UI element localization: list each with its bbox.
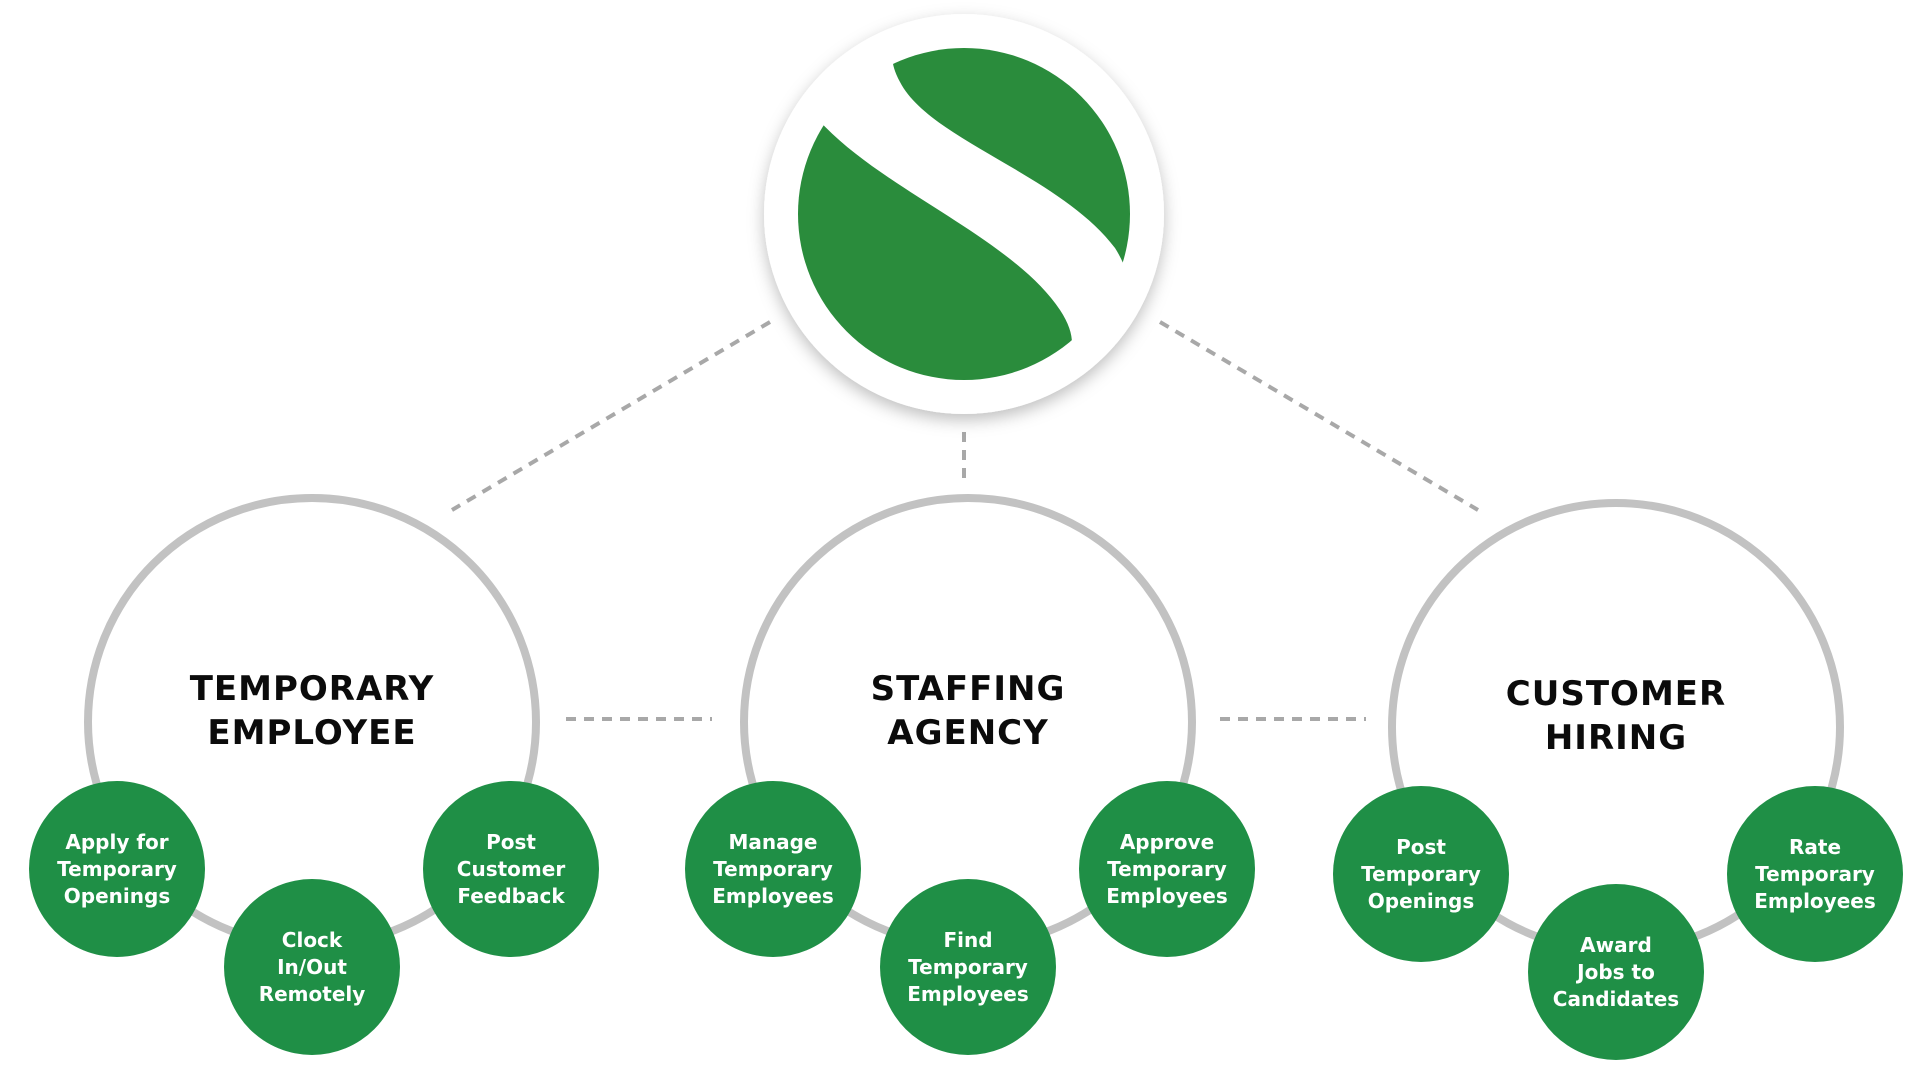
feature-circle xyxy=(1528,884,1704,1060)
logo xyxy=(764,14,1164,414)
feature-circle xyxy=(29,781,205,957)
connector-logo-to-customer-hiring xyxy=(1158,320,1480,512)
connectors xyxy=(450,320,1480,721)
feature-label-line: Temporary xyxy=(57,857,177,881)
feature-label-line: Award xyxy=(1580,933,1652,957)
feature-label-line: Openings xyxy=(64,884,170,908)
feature-label-line: Manage xyxy=(728,830,817,854)
feature-label-line: Apply for xyxy=(65,830,168,854)
group-title-line: CUSTOMER xyxy=(1506,674,1726,714)
feature-label-line: Openings xyxy=(1368,889,1474,913)
feature-label-line: Employees xyxy=(1754,889,1875,913)
feature-label-line: Post xyxy=(486,830,536,854)
feature-label-line: Customer xyxy=(457,857,566,881)
connector-logo-to-temporary-employee xyxy=(450,320,772,512)
feature-label-line: Temporary xyxy=(1107,857,1227,881)
group-title-line: STAFFING xyxy=(871,669,1066,709)
feature-circle xyxy=(1079,781,1255,957)
feature-circle xyxy=(1333,786,1509,962)
feature-label-line: Temporary xyxy=(908,955,1028,979)
group-title-line: EMPLOYEE xyxy=(207,713,416,753)
feature-label-line: Employees xyxy=(712,884,833,908)
feature-label-line: Feedback xyxy=(457,884,565,908)
feature-circle xyxy=(1727,786,1903,962)
feature-label-line: Approve xyxy=(1120,830,1214,854)
feature-label-line: Temporary xyxy=(1755,862,1875,886)
feature-label-line: In/Out xyxy=(277,955,347,979)
feature-circle xyxy=(880,879,1056,1055)
feature-label-line: Temporary xyxy=(713,857,833,881)
feature-label-line: Temporary xyxy=(1361,862,1481,886)
feature-label-line: Employees xyxy=(1106,884,1227,908)
s-logo-icon xyxy=(798,40,1130,380)
feature-circle xyxy=(224,879,400,1055)
group-title-line: HIRING xyxy=(1545,718,1687,758)
feature-label-line: Employees xyxy=(907,982,1028,1006)
feature-circle xyxy=(685,781,861,957)
feature-circle xyxy=(423,781,599,957)
feature-label-line: Find xyxy=(943,928,992,952)
group-title-line: AGENCY xyxy=(887,713,1048,753)
feature-label-line: Candidates xyxy=(1553,987,1679,1011)
feature-label-line: Remotely xyxy=(259,982,366,1006)
feature-label-line: Rate xyxy=(1789,835,1841,859)
feature-label-line: Clock xyxy=(282,928,343,952)
group-title-line: TEMPORARY xyxy=(190,669,435,709)
feature-label-line: Jobs to xyxy=(1575,960,1655,984)
feature-label-line: Post xyxy=(1396,835,1446,859)
